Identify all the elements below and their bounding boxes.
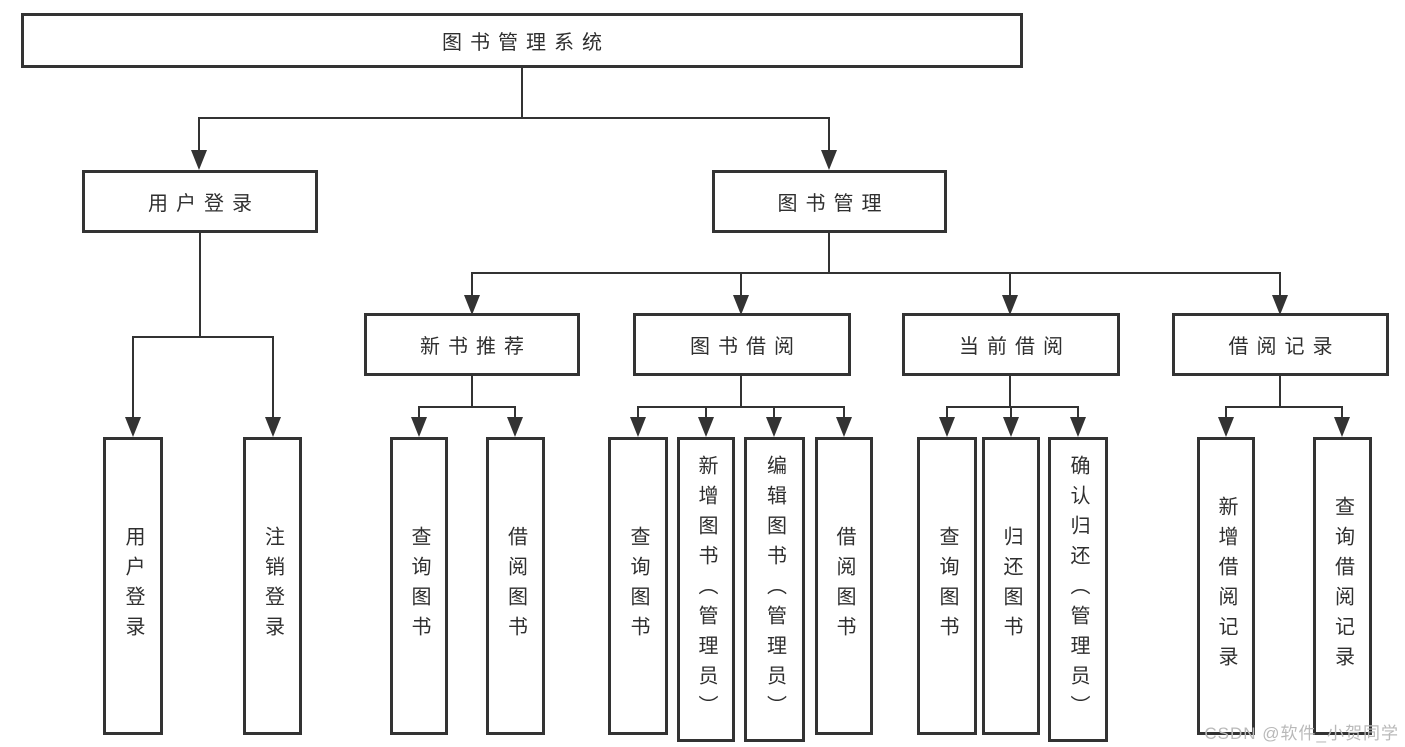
leaf-logout: 注销登录 bbox=[243, 437, 302, 735]
leaf-current-return-books-label: 归还图书 bbox=[1000, 526, 1022, 646]
leaf-current-query-books: 查询图书 bbox=[917, 437, 977, 735]
node-book-management: 图书管理 bbox=[712, 170, 947, 233]
leaf-current-confirm-return-admin: 确认归还（管理员） bbox=[1048, 437, 1108, 742]
leaf-user-login-label: 用户登录 bbox=[122, 526, 144, 646]
node-library-system-label: 图书管理系统 bbox=[442, 32, 610, 54]
node-current-borrowing: 当前借阅 bbox=[902, 313, 1120, 376]
node-book-borrowing: 图书借阅 bbox=[633, 313, 851, 376]
leaf-rec-borrow-books-label: 借阅图书 bbox=[504, 526, 527, 646]
leaf-records-add-record: 新增借阅记录 bbox=[1197, 437, 1255, 735]
leaf-logout-label: 注销登录 bbox=[261, 526, 284, 646]
leaf-borrow-query-books-label: 查询图书 bbox=[627, 526, 649, 646]
connector-mgmt-to-level3 bbox=[471, 233, 1281, 301]
node-user-login-label: 用户登录 bbox=[148, 193, 260, 215]
leaf-current-return-books: 归还图书 bbox=[982, 437, 1040, 735]
node-new-book-recommend: 新书推荐 bbox=[364, 313, 580, 376]
connector-rec-to-leaves bbox=[418, 376, 516, 423]
arrowheads-level2 bbox=[191, 150, 837, 170]
leaf-borrow-query-books: 查询图书 bbox=[608, 437, 668, 735]
node-book-management-label: 图书管理 bbox=[777, 193, 890, 215]
arrowheads-rec-leaves bbox=[411, 417, 523, 437]
leaf-borrow-add-books-admin: 新增图书（管理员） bbox=[677, 437, 735, 742]
connector-records-to-leaves bbox=[1225, 376, 1343, 423]
arrowheads-current-leaves bbox=[939, 417, 1086, 437]
node-library-system: 图书管理系统 bbox=[21, 13, 1023, 68]
leaf-rec-query-books-label: 查询图书 bbox=[408, 526, 430, 646]
leaf-borrow-borrow-books-label: 借阅图书 bbox=[833, 526, 855, 646]
leaf-borrow-edit-books-admin: 编辑图书（管理员） bbox=[744, 437, 805, 742]
arrowheads-records-leaves bbox=[1218, 417, 1350, 437]
arrowheads-borrow-leaves bbox=[630, 417, 852, 437]
node-book-borrowing-label: 图书借阅 bbox=[690, 336, 802, 358]
leaf-rec-query-books: 查询图书 bbox=[390, 437, 448, 735]
leaf-borrow-edit-books-admin-label: 编辑图书（管理员） bbox=[763, 454, 786, 725]
node-borrow-records: 借阅记录 bbox=[1172, 313, 1389, 376]
arrowheads-login-leaves bbox=[125, 417, 281, 437]
node-user-login: 用户登录 bbox=[82, 170, 318, 233]
node-borrow-records-label: 借阅记录 bbox=[1228, 336, 1341, 358]
leaf-borrow-add-books-admin-label: 新增图书（管理员） bbox=[695, 454, 717, 725]
leaf-user-login: 用户登录 bbox=[103, 437, 163, 735]
node-current-borrowing-label: 当前借阅 bbox=[959, 336, 1071, 358]
leaf-records-query-record-label: 查询借阅记录 bbox=[1331, 496, 1354, 676]
csdn-watermark: CSDN @软件_小贺同学 bbox=[1204, 724, 1399, 743]
leaf-borrow-borrow-books: 借阅图书 bbox=[815, 437, 873, 735]
node-new-book-recommend-label: 新书推荐 bbox=[420, 336, 532, 358]
leaf-current-confirm-return-admin-label: 确认归还（管理员） bbox=[1067, 454, 1089, 725]
connector-current-to-leaves bbox=[946, 376, 1079, 423]
connector-login-to-leaves bbox=[132, 233, 274, 423]
leaf-records-add-record-label: 新增借阅记录 bbox=[1215, 496, 1237, 676]
arrowheads-level3 bbox=[464, 295, 1288, 315]
leaf-records-query-record: 查询借阅记录 bbox=[1313, 437, 1372, 735]
connector-borrow-to-leaves bbox=[637, 376, 845, 423]
leaf-rec-borrow-books: 借阅图书 bbox=[486, 437, 545, 735]
leaf-current-query-books-label: 查询图书 bbox=[936, 526, 958, 646]
connector-root-to-level2 bbox=[198, 68, 830, 156]
